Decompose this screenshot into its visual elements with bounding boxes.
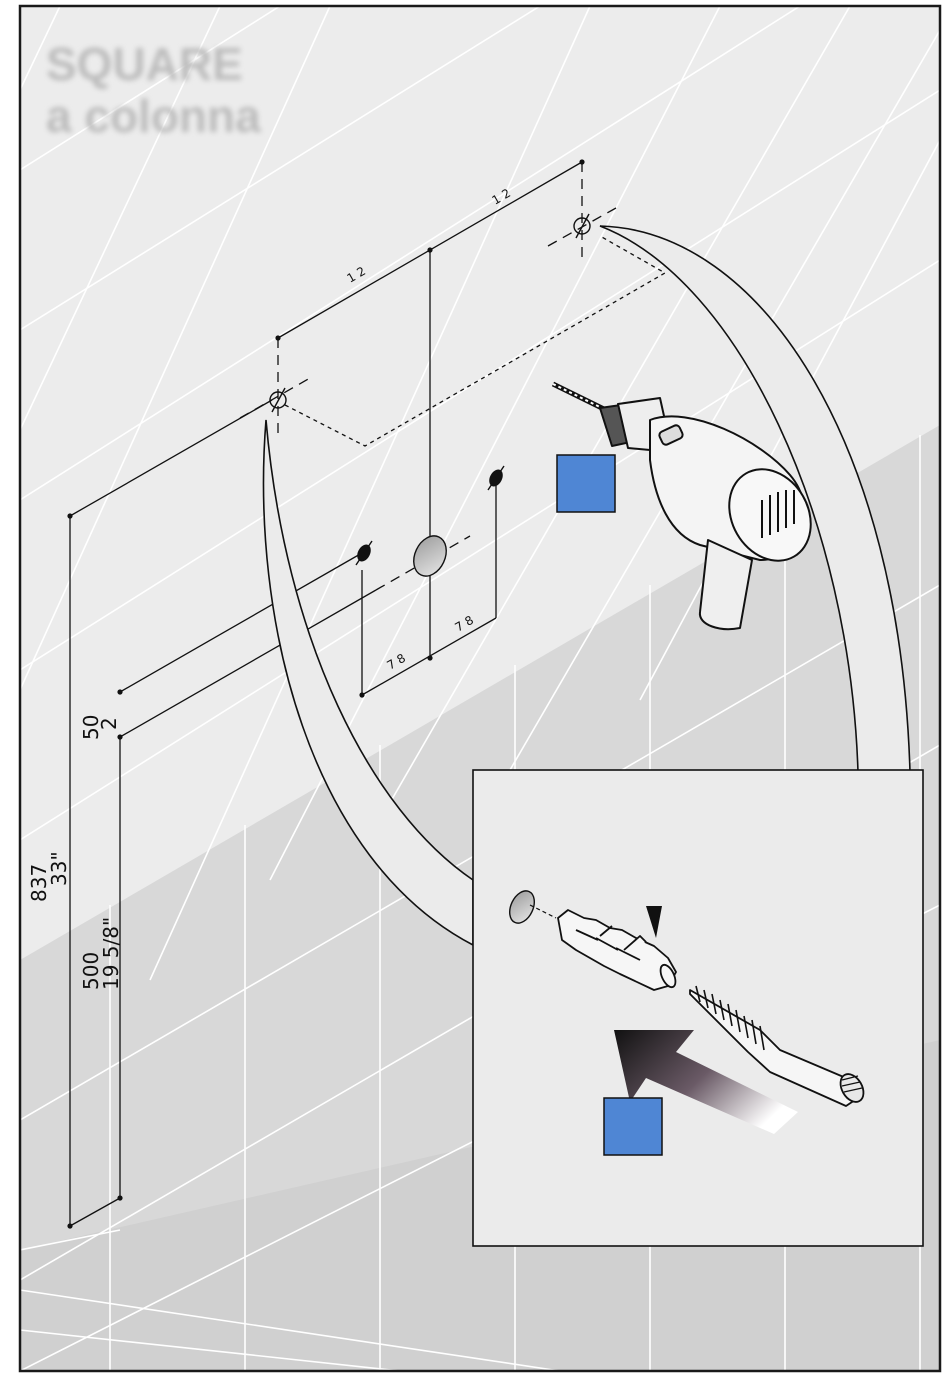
dim-offset-in: 2: [97, 717, 121, 730]
marker-square-insert: [604, 1098, 662, 1155]
title-line1: SQUARE: [46, 38, 243, 90]
title-line2: a colonna: [46, 90, 261, 142]
marker-square-drill: [557, 455, 615, 512]
inset-panel: [473, 770, 923, 1246]
dim-inner-in: 19 5/8": [99, 917, 123, 990]
dim-total-in: 33": [47, 851, 71, 886]
